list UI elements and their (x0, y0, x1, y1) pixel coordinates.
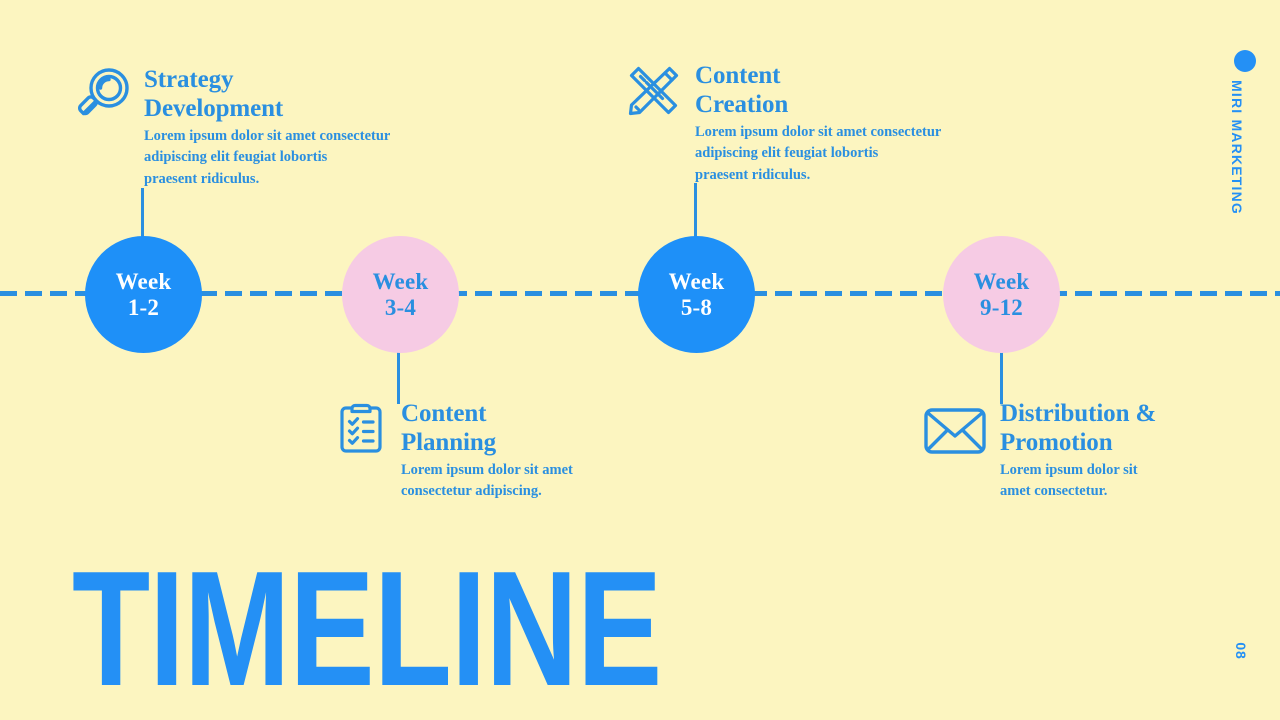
brand-name: MIRI MARKETING (1229, 80, 1245, 216)
stem-week-5-8 (694, 183, 697, 245)
page-number: 08 (1233, 642, 1249, 660)
milestone-circle-week-1-2[interactable]: Week 1-2 (85, 236, 202, 353)
week-word: Week (973, 268, 1030, 294)
milestone-block-week-1-2: Strategy Development Lorem ipsum dolor s… (74, 66, 504, 190)
week-range: 1-2 (127, 294, 160, 320)
pencil-ruler-icon (625, 62, 683, 125)
week-range: 5-8 (680, 294, 713, 320)
milestone-description: Lorem ipsum dolor sit amet consectetur a… (695, 124, 942, 183)
milestone-block-week-9-12: Distribution & Promotion Lorem ipsum dol… (922, 400, 1222, 503)
week-word: Week (668, 268, 725, 294)
brand-dot-icon (1234, 50, 1256, 72)
milestone-description: Lorem ipsum dolor sit amet consectetur a… (401, 462, 573, 500)
stem-week-9-12 (1000, 342, 1003, 404)
week-range: 3-4 (384, 294, 417, 320)
milestone-block-week-3-4: Content Planning Lorem ipsum dolor sit a… (333, 400, 663, 503)
milestone-text-week-1-2: Strategy Development Lorem ipsum dolor s… (144, 66, 504, 190)
milestone-circle-week-3-4[interactable]: Week 3-4 (342, 236, 459, 353)
week-word: Week (372, 268, 429, 294)
milestone-title: Distribution & Promotion (1000, 400, 1157, 456)
week-word: Week (115, 268, 172, 294)
milestone-text-week-3-4: Content Planning Lorem ipsum dolor sit a… (401, 400, 663, 503)
milestone-title: Content Creation (695, 62, 789, 118)
milestone-title: Content Planning (401, 400, 497, 456)
envelope-icon (922, 400, 988, 461)
milestone-circle-week-9-12[interactable]: Week 9-12 (943, 236, 1060, 353)
page-title: TIMELINE (72, 537, 662, 720)
milestone-description: Lorem ipsum dolor sit amet consectetur a… (144, 128, 391, 187)
week-range: 9-12 (980, 294, 1023, 320)
milestone-block-week-5-8: Content Creation Lorem ipsum dolor sit a… (625, 62, 1055, 186)
milestone-text-week-9-12: Distribution & Promotion Lorem ipsum dol… (1000, 400, 1222, 503)
stem-week-3-4 (397, 342, 400, 404)
stem-week-1-2 (141, 188, 144, 248)
milestone-text-week-5-8: Content Creation Lorem ipsum dolor sit a… (695, 62, 1055, 186)
milestone-description: Lorem ipsum dolor sit amet consectetur. (1000, 462, 1138, 500)
milestone-title: Strategy Development (144, 66, 284, 122)
clipboard-checklist-icon (333, 400, 389, 461)
milestone-circle-week-5-8[interactable]: Week 5-8 (638, 236, 755, 353)
magnifier-icon (74, 66, 132, 129)
